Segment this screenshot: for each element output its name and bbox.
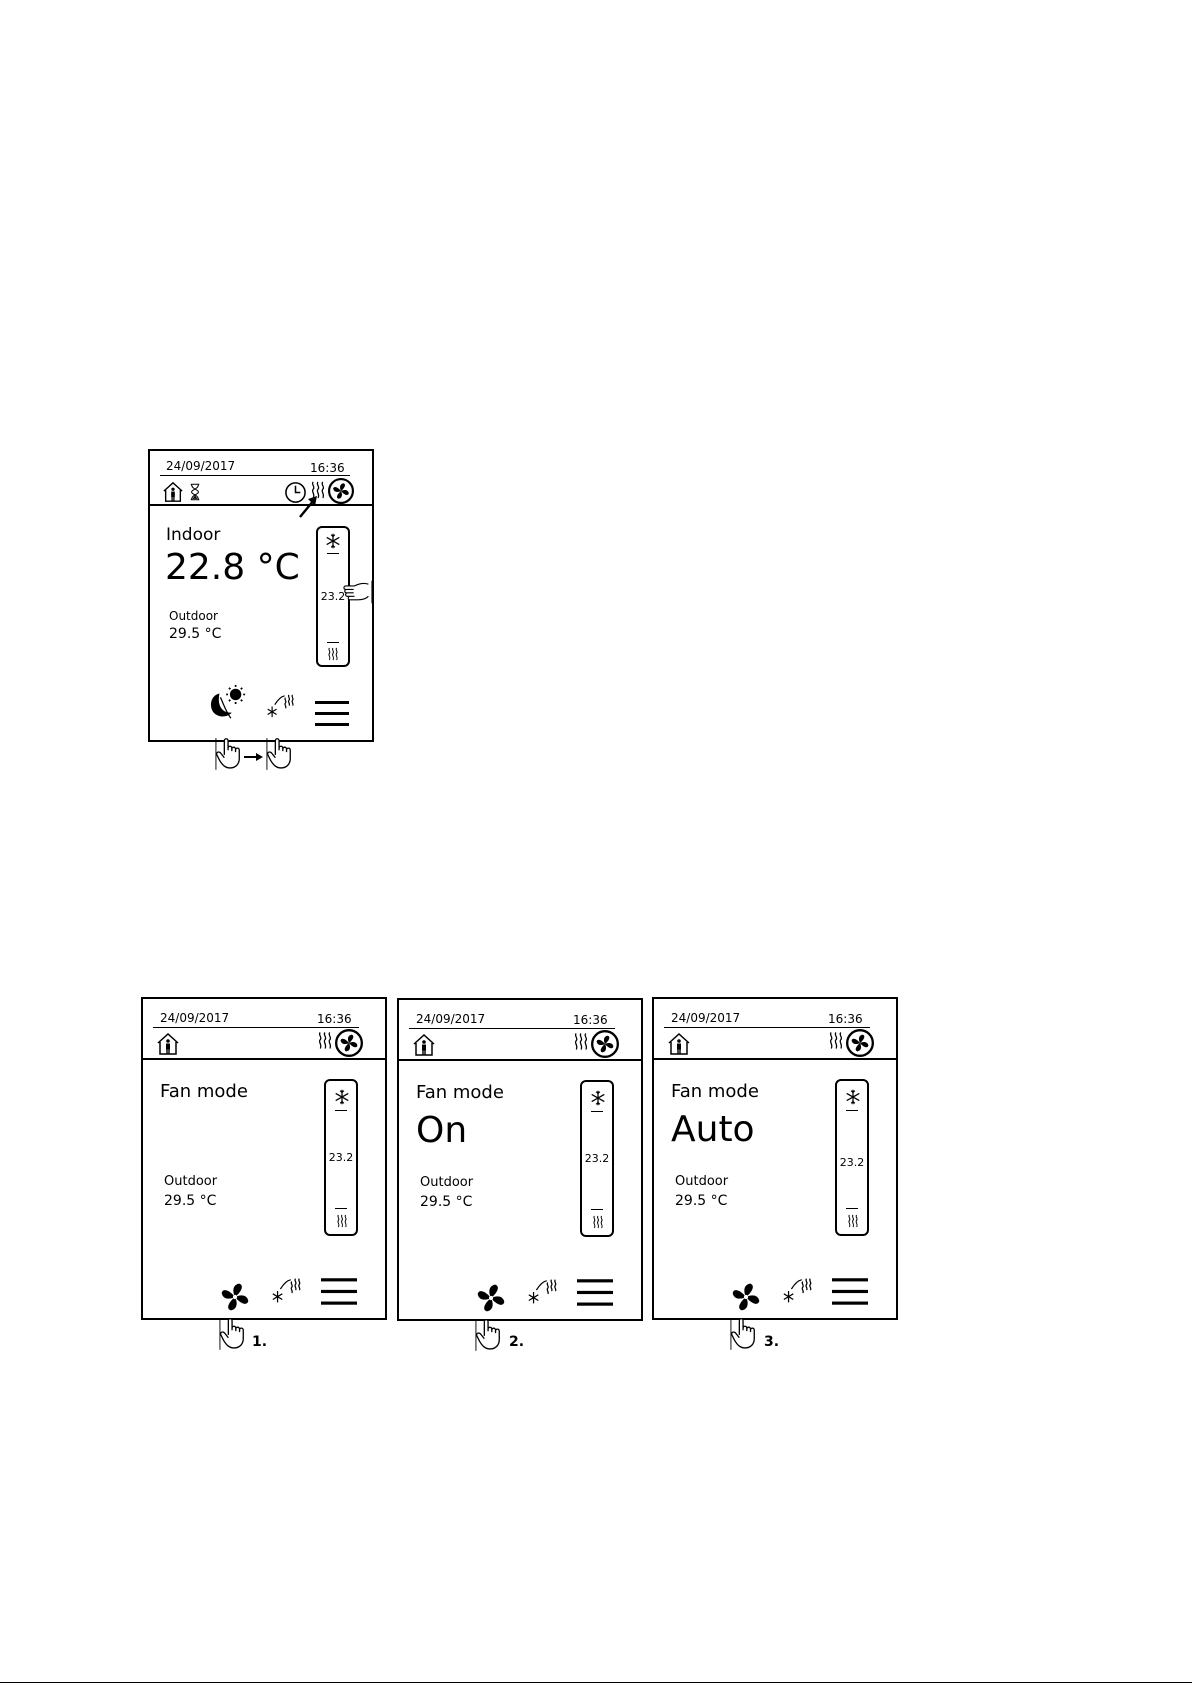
slider-bottom-line	[591, 1209, 603, 1210]
hand-pointer-icon	[266, 736, 294, 770]
heat-waves-icon	[847, 1212, 859, 1230]
outdoor-label: Outdoor	[164, 1174, 217, 1189]
step-label-1: 1.	[252, 1334, 267, 1350]
home-person-icon	[156, 1032, 180, 1056]
time-display: 16:36	[828, 1012, 863, 1026]
fan-icon[interactable]	[730, 1281, 762, 1313]
setpoint-value: 23.2	[582, 1152, 612, 1165]
cool-heat-mode-icon[interactable]	[526, 1277, 560, 1307]
date-display: 24/09/2017	[671, 1011, 740, 1025]
outdoor-label: Outdoor	[675, 1174, 728, 1189]
page-footer-line	[0, 1682, 1192, 1683]
setpoint-value: 23.2	[837, 1156, 867, 1169]
time-display: 16:36	[573, 1013, 608, 1027]
setpoint-slider[interactable]: 23.2	[324, 1079, 358, 1236]
hand-pointer-icon	[215, 736, 243, 770]
fan-mode-screen-2: 24/09/2017 16:36 Fan mode On Outdoor 29.…	[397, 998, 643, 1321]
heat-waves-icon	[336, 1212, 348, 1230]
cool-heat-mode-icon[interactable]	[265, 693, 297, 720]
snowflake-icon	[844, 1088, 862, 1106]
time-display: 16:36	[310, 461, 345, 475]
header-separator	[399, 1059, 641, 1061]
fan-icon[interactable]	[846, 1029, 874, 1057]
header-line	[409, 1028, 615, 1029]
outdoor-temperature: 29.5 °C	[420, 1194, 472, 1210]
menu-icon[interactable]	[321, 1277, 357, 1307]
fan-mode-label: Fan mode	[416, 1082, 504, 1103]
heat-waves-icon	[327, 646, 339, 662]
outdoor-temperature: 29.5 °C	[164, 1193, 216, 1209]
step-label-2: 2.	[509, 1334, 524, 1350]
home-person-icon	[412, 1033, 436, 1057]
slider-bottom-line	[327, 642, 339, 643]
arrow-right-icon	[244, 752, 264, 762]
heat-waves-icon[interactable]	[573, 1031, 589, 1052]
slider-bottom-line	[846, 1208, 858, 1209]
outdoor-temperature: 29.5 °C	[675, 1193, 727, 1209]
header-line	[160, 475, 350, 476]
step-label-3: 3.	[764, 1334, 779, 1350]
fan-icon[interactable]	[475, 1282, 507, 1314]
slider-top-line	[591, 1111, 603, 1112]
header-separator	[150, 504, 372, 506]
indoor-temperature: 22.8 °C	[165, 547, 300, 588]
heat-waves-icon	[592, 1213, 604, 1231]
header-line	[664, 1027, 870, 1028]
fan-icon[interactable]	[591, 1030, 619, 1058]
fan-mode-label: Fan mode	[160, 1081, 248, 1102]
hourglass-icon	[189, 483, 201, 501]
setpoint-slider[interactable]: 23.2	[835, 1079, 869, 1236]
home-person-icon	[162, 481, 184, 503]
slider-top-line	[327, 553, 339, 554]
home-person-icon	[667, 1032, 691, 1056]
arrow-icon	[297, 495, 319, 519]
menu-icon[interactable]	[832, 1277, 868, 1307]
menu-icon[interactable]	[577, 1278, 613, 1308]
fan-icon[interactable]	[335, 1029, 363, 1057]
fan-mode-label: Fan mode	[671, 1081, 759, 1102]
fan-icon[interactable]	[328, 478, 354, 504]
hand-pointer-icon	[475, 1317, 503, 1351]
slider-top-line	[846, 1110, 858, 1111]
hand-pointer-icon	[219, 1316, 247, 1350]
header-separator	[654, 1058, 896, 1060]
snowflake-icon	[324, 532, 342, 550]
snowflake-icon	[333, 1088, 351, 1106]
thermostat-screen-main: 24/09/2017 16:36 Indoor 22.8 °C Outdoor …	[148, 449, 374, 742]
slider-bottom-line	[335, 1208, 347, 1209]
heat-waves-icon[interactable]	[828, 1030, 844, 1051]
day-night-icon[interactable]	[206, 684, 250, 722]
date-display: 24/09/2017	[166, 459, 235, 473]
fan-mode-value: Auto	[671, 1109, 755, 1150]
slider-top-line	[335, 1110, 347, 1111]
hand-pointer-icon	[730, 1316, 758, 1350]
header-separator	[143, 1058, 385, 1060]
heat-waves-icon[interactable]	[317, 1030, 333, 1051]
menu-icon[interactable]	[315, 700, 349, 728]
setpoint-value: 23.2	[326, 1151, 356, 1164]
fan-mode-screen-3: 24/09/2017 16:36 Fan mode Auto Outdoor 2…	[652, 997, 898, 1320]
hand-pointer-icon	[342, 579, 374, 605]
fan-mode-value: On	[416, 1110, 467, 1151]
cool-heat-mode-icon[interactable]	[270, 1276, 304, 1306]
outdoor-temperature: 29.5 °C	[169, 626, 221, 642]
outdoor-label: Outdoor	[420, 1175, 473, 1190]
cool-heat-mode-icon[interactable]	[781, 1276, 815, 1306]
fan-mode-screen-1: 24/09/2017 16:36 Fan mode Outdoor 29.5 °…	[141, 997, 387, 1320]
fan-icon[interactable]	[219, 1281, 251, 1313]
date-display: 24/09/2017	[416, 1012, 485, 1026]
snowflake-icon	[589, 1089, 607, 1107]
indoor-label: Indoor	[166, 525, 220, 545]
setpoint-slider[interactable]: 23.2	[580, 1080, 614, 1237]
date-display: 24/09/2017	[160, 1011, 229, 1025]
header-line	[153, 1027, 359, 1028]
outdoor-label: Outdoor	[169, 609, 218, 623]
time-display: 16:36	[317, 1012, 352, 1026]
